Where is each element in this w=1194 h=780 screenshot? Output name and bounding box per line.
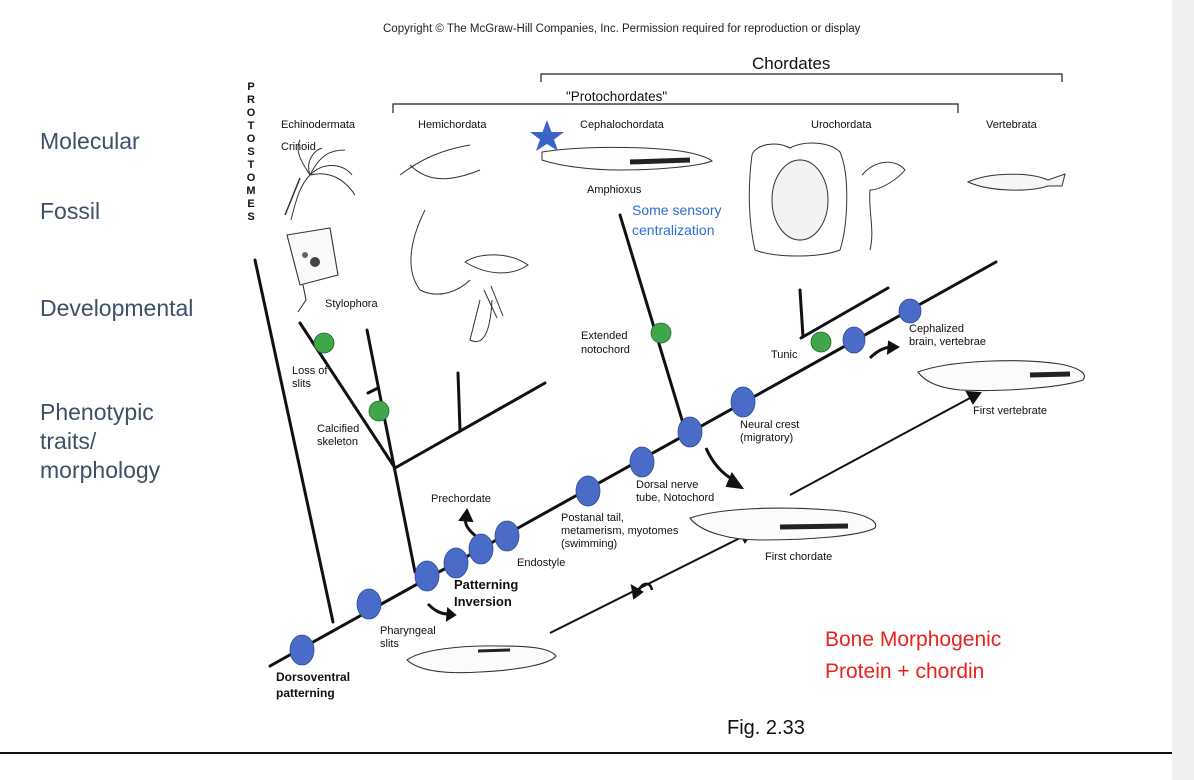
label-calcified-1: Calcified — [317, 423, 359, 435]
dot-patterning — [414, 560, 440, 592]
sensory-note-line-2: centralization — [632, 222, 715, 238]
dot-endostyle-3 — [494, 520, 520, 552]
phylogeny-diagram: Chordates "Protochordates" PRO TOS TOM E… — [246, 54, 1085, 700]
dot-neural-crest — [730, 386, 756, 418]
label-fossil: Fossil — [40, 198, 101, 224]
stylophora-label: Stylophora — [325, 298, 378, 310]
label-loss-of-slits-2: slits — [292, 378, 311, 390]
label-cephalized-1: Cephalized — [909, 323, 964, 335]
label-first-vertebrate: First vertebrate — [973, 405, 1047, 417]
dot-calcified — [368, 400, 390, 422]
label-postanal-3: (swimming) — [561, 538, 617, 550]
copyright-notice: Copyright © The McGraw-Hill Companies, I… — [383, 23, 861, 35]
svg-text:O: O — [247, 107, 256, 119]
taxon-vertebrata: Vertebrata — [986, 119, 1038, 131]
label-tunic: Tunic — [771, 349, 798, 361]
label-phenotypic: Phenotypic traits/ morphology — [40, 399, 161, 483]
dot-tunic — [810, 331, 832, 353]
first-chordate-drawing — [689, 507, 877, 541]
dot-extended-notochord — [650, 322, 672, 344]
label-first-chordate: First chordate — [765, 551, 832, 563]
svg-text:S: S — [247, 211, 254, 223]
svg-text:S: S — [247, 146, 254, 158]
right-scroll-panel[interactable] — [1172, 0, 1194, 780]
bmp-note-line-2: Protein + chordin — [825, 660, 985, 683]
chordates-label: Chordates — [752, 54, 830, 73]
amphioxus-drawing — [541, 146, 713, 171]
chordates-bracket — [540, 73, 1063, 82]
protochordates-label: "Protochordates" — [566, 89, 667, 104]
dot-pharyngeal — [356, 588, 382, 620]
crinoid-drawing — [284, 139, 356, 221]
label-developmental: Developmental — [40, 295, 194, 321]
label-neural-crest-2: (migratory) — [740, 432, 793, 444]
dot-endostyle-2 — [468, 533, 494, 565]
svg-text:O: O — [247, 133, 256, 145]
bold-trait-labels: Patterning Inversion Dorsoventral patter… — [276, 577, 518, 700]
label-molecular: Molecular — [40, 128, 140, 154]
label-postanal-1: Postanal tail, — [561, 512, 624, 524]
label-neural-crest-1: Neural crest — [740, 419, 799, 431]
first-vertebrate-drawing — [917, 360, 1085, 392]
dot-postanal — [575, 475, 601, 507]
vertebrate-fish-drawing — [966, 173, 1066, 191]
label-dorsal-nerve-2: tube, Notochord — [636, 492, 714, 504]
trait-labels: Loss of slits Calcified skeleton Extende… — [292, 323, 1047, 650]
star-icon — [530, 120, 564, 151]
prechordate-larva-drawing — [406, 645, 557, 674]
acorn-worm-drawing — [399, 144, 529, 342]
label-prechordate: Prechordate — [431, 493, 491, 505]
taxon-hemichordata: Hemichordata — [418, 119, 487, 131]
protostomes-label: PRO TOS TOM ES — [246, 81, 255, 223]
dot-dorsoventral — [289, 634, 315, 666]
label-calcified-2: skeleton — [317, 436, 358, 448]
label-extended-2: notochord — [581, 344, 630, 356]
label-loss-of-slits-1: Loss of — [292, 365, 328, 377]
label-dorsal-nerve-1: Dorsal nerve — [636, 479, 698, 491]
bmp-note: Bone Morphogenic Protein + chordin — [825, 624, 1001, 688]
label-extended-1: Extended — [581, 330, 627, 342]
bmp-note-line-1: Bone Morphogenic — [825, 628, 1002, 651]
svg-text:T: T — [248, 159, 255, 171]
bottom-divider — [0, 752, 1172, 754]
crinoid-label: Crinoid — [281, 141, 316, 153]
taxon-urochordata: Urochordata — [811, 119, 872, 131]
label-dorsoventral-1: Dorsoventral — [276, 670, 350, 684]
protochordates-bracket — [392, 103, 959, 113]
tunicate-drawing — [748, 142, 906, 257]
figure-label: Fig. 2.33 — [727, 717, 805, 739]
label-endostyle: Endostyle — [517, 557, 565, 569]
dot-vertebrate — [842, 326, 866, 354]
stylophora-drawing — [286, 227, 339, 313]
taxon-cephalochordata: Cephalochordata — [580, 119, 665, 131]
taxon-echinodermata: Echinodermata — [281, 119, 356, 131]
trait-markers — [289, 298, 922, 666]
label-pharyngeal-1: Pharyngeal — [380, 625, 436, 637]
label-postanal-2: metamerism, myotomes — [561, 525, 679, 537]
label-patterning-2: Inversion — [454, 594, 512, 609]
svg-text:E: E — [247, 198, 254, 210]
svg-text:O: O — [247, 172, 256, 184]
sensory-note: Some sensory centralization — [632, 200, 721, 240]
label-cephalized-2: brain, vertebrae — [909, 336, 986, 348]
svg-text:M: M — [246, 185, 255, 197]
svg-text:T: T — [248, 120, 255, 132]
dot-endostyle-1 — [443, 547, 469, 579]
dot-notochord — [677, 416, 703, 448]
svg-text:R: R — [247, 94, 255, 106]
label-dorsoventral-2: patterning — [276, 686, 335, 700]
dot-cephalized — [898, 298, 922, 324]
sensory-note-line-1: Some sensory — [632, 202, 722, 218]
dot-loss-of-slits — [313, 332, 335, 354]
svg-text:P: P — [247, 81, 254, 93]
label-patterning-1: Patterning — [454, 577, 518, 592]
label-pharyngeal-2: slits — [380, 638, 399, 650]
amphioxus-label: Amphioxus — [587, 184, 642, 196]
dot-dorsal-nerve — [629, 446, 655, 478]
